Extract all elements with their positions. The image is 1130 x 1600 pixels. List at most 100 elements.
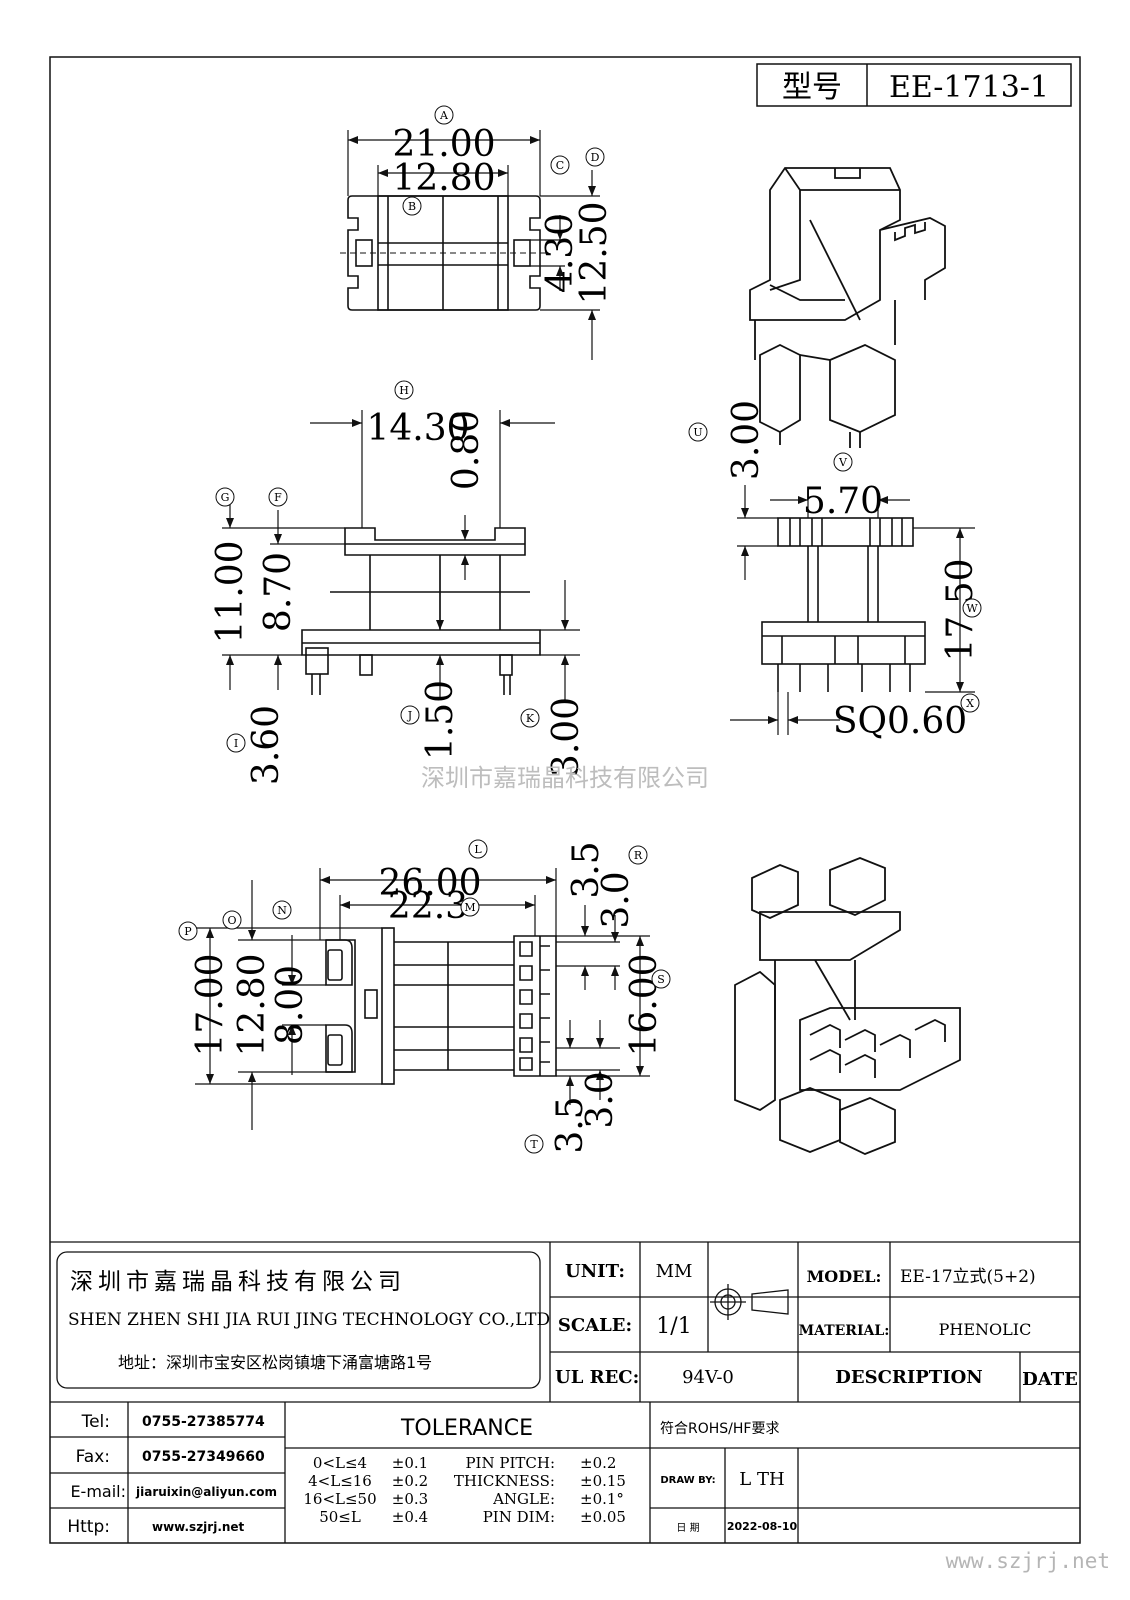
tel-value: 0755-27385774 [142, 1414, 265, 1430]
tol-range: 4<L≤16 [308, 1472, 372, 1490]
ref-marker-label: J [407, 709, 412, 722]
front-view [301, 527, 541, 695]
dim-h: 14.30 [366, 408, 469, 449]
ref-marker-b: B [402, 196, 422, 216]
ref-marker-w: W [962, 598, 982, 618]
model-value: EE-17立式(5+2) [900, 1267, 1036, 1287]
tol-range: 16<L≤50 [303, 1490, 376, 1508]
rohs-note: 符合ROHS/HF要求 [660, 1421, 779, 1437]
dim-t1: 3.5 [550, 1096, 591, 1153]
tol-value: ±0.2 [392, 1472, 428, 1490]
fax-label: Fax: [76, 1447, 110, 1467]
ul-value: 94V-0 [682, 1367, 734, 1388]
tel-label: Tel: [81, 1412, 110, 1432]
company-name-cn: 深圳市嘉瑞晶科技有限公司 [70, 1269, 406, 1295]
ref-marker-u: U [688, 422, 708, 442]
spec-name: PIN DIM: [483, 1508, 555, 1526]
draw-by-label: DRAW BY: [660, 1475, 715, 1486]
dim-u: 3.00 [726, 400, 767, 480]
dim-g: 11.00 [210, 540, 251, 643]
ref-marker-l: L [468, 839, 488, 859]
ref-marker-a: A [434, 105, 454, 125]
iso-view-top [749, 167, 946, 448]
ref-marker-d: D [585, 147, 605, 167]
sheet-border [49, 56, 1081, 1544]
ref-marker-label: V [838, 456, 848, 469]
dim-i: 3.60 [246, 705, 287, 785]
ref-marker-label: P [184, 925, 192, 938]
ref-marker-label: B [408, 200, 416, 213]
company-address: 地址：深圳市宝安区松岗镇塘下涌富塘路1号 [118, 1353, 432, 1372]
spec-tol: ±0.2 [580, 1454, 616, 1472]
ref-marker-label: W [966, 602, 978, 615]
iso-view-bottom [734, 857, 961, 1155]
dim-k: 3.00 [546, 697, 587, 777]
ref-marker-m: M [460, 897, 480, 917]
spec-tol: ±0.15 [580, 1472, 626, 1490]
spec-name: THICKNESS: [454, 1472, 555, 1490]
dim-o: 12.80 [232, 953, 273, 1056]
ref-marker-s: S [651, 969, 671, 989]
dim-m: 22.3 [388, 886, 468, 927]
ref-marker-label: S [657, 973, 665, 986]
side-view [761, 517, 926, 692]
dim-r2: 3.0 [596, 871, 637, 928]
dim-f: 8.70 [258, 552, 299, 632]
dim-a: 21.00 [392, 124, 495, 165]
bottom-view-dims [195, 868, 650, 1130]
model-box-label: 型号 [782, 70, 842, 105]
dim-r1: 3.5 [566, 841, 607, 898]
fax-value: 0755-27349660 [142, 1449, 265, 1465]
unit-value: MM [656, 1261, 693, 1282]
model-label: MODEL: [807, 1267, 882, 1286]
tol-value: ±0.1 [392, 1454, 428, 1472]
tol-value: ±0.3 [392, 1490, 428, 1508]
spec-name: PIN PITCH: [465, 1454, 555, 1472]
ref-marker-o: O [222, 910, 242, 930]
tolerance-rows: 0<L≤4 ±0.1 4<L≤16 ±0.2 16<L≤50 ±0.3 50≤L… [303, 1454, 626, 1526]
ref-marker-label: C [556, 159, 564, 172]
email-value: jiaruixin@aliyun.com [135, 1485, 277, 1499]
date-label: DATE [1022, 1369, 1078, 1390]
ref-marker-label: F [274, 491, 282, 504]
dim-b: 12.80 [392, 158, 495, 199]
dim-d: 12.50 [574, 201, 615, 304]
front-view-dims [222, 410, 580, 700]
company-name-en: SHEN ZHEN SHI JIA RUI JING TECHNOLOGY CO… [68, 1310, 550, 1330]
ref-marker-label: R [634, 849, 643, 862]
ref-marker-f: F [268, 487, 288, 507]
ref-marker-label: K [526, 712, 535, 725]
ref-marker-x: X [960, 693, 980, 713]
ref-marker-label: A [439, 109, 449, 122]
ref-marker-k: K [520, 708, 540, 728]
dim-l: 26.00 [378, 863, 481, 904]
scale-label: SCALE: [558, 1315, 632, 1336]
dim-t2: 3.0 [580, 1071, 621, 1128]
model-box: 型号 EE-1713-1 [756, 63, 1072, 107]
ref-marker-label: G [221, 491, 230, 504]
projection-symbol [710, 1284, 789, 1320]
spec-tol: ±0.1° [580, 1490, 624, 1508]
dim-p: 17.00 [190, 953, 231, 1056]
ref-marker-label: X [966, 697, 974, 710]
ref-marker-g: G [215, 487, 235, 507]
top-view [340, 195, 546, 311]
watermark-text: 深圳市嘉瑞晶科技有限公司 [421, 764, 709, 792]
dim-h2: 0.80 [446, 410, 487, 490]
http-label: Http: [67, 1517, 110, 1537]
dim-j: 1.50 [420, 680, 461, 760]
ref-marker-c: C [550, 155, 570, 175]
spec-tol: ±0.05 [580, 1508, 626, 1526]
email-label: E-mail: [70, 1482, 126, 1501]
ref-marker-h: H [394, 380, 414, 400]
ref-marker-p: P [178, 921, 198, 941]
dim-v: 5.70 [803, 481, 883, 522]
ref-marker-i: I [226, 733, 246, 753]
dim-x: SQ0.60 [833, 701, 967, 742]
ref-marker-j: J [400, 705, 420, 725]
scale-value: 1/1 [656, 1314, 691, 1339]
spec-name: ANGLE: [492, 1490, 555, 1508]
ref-marker-label: D [591, 151, 600, 164]
